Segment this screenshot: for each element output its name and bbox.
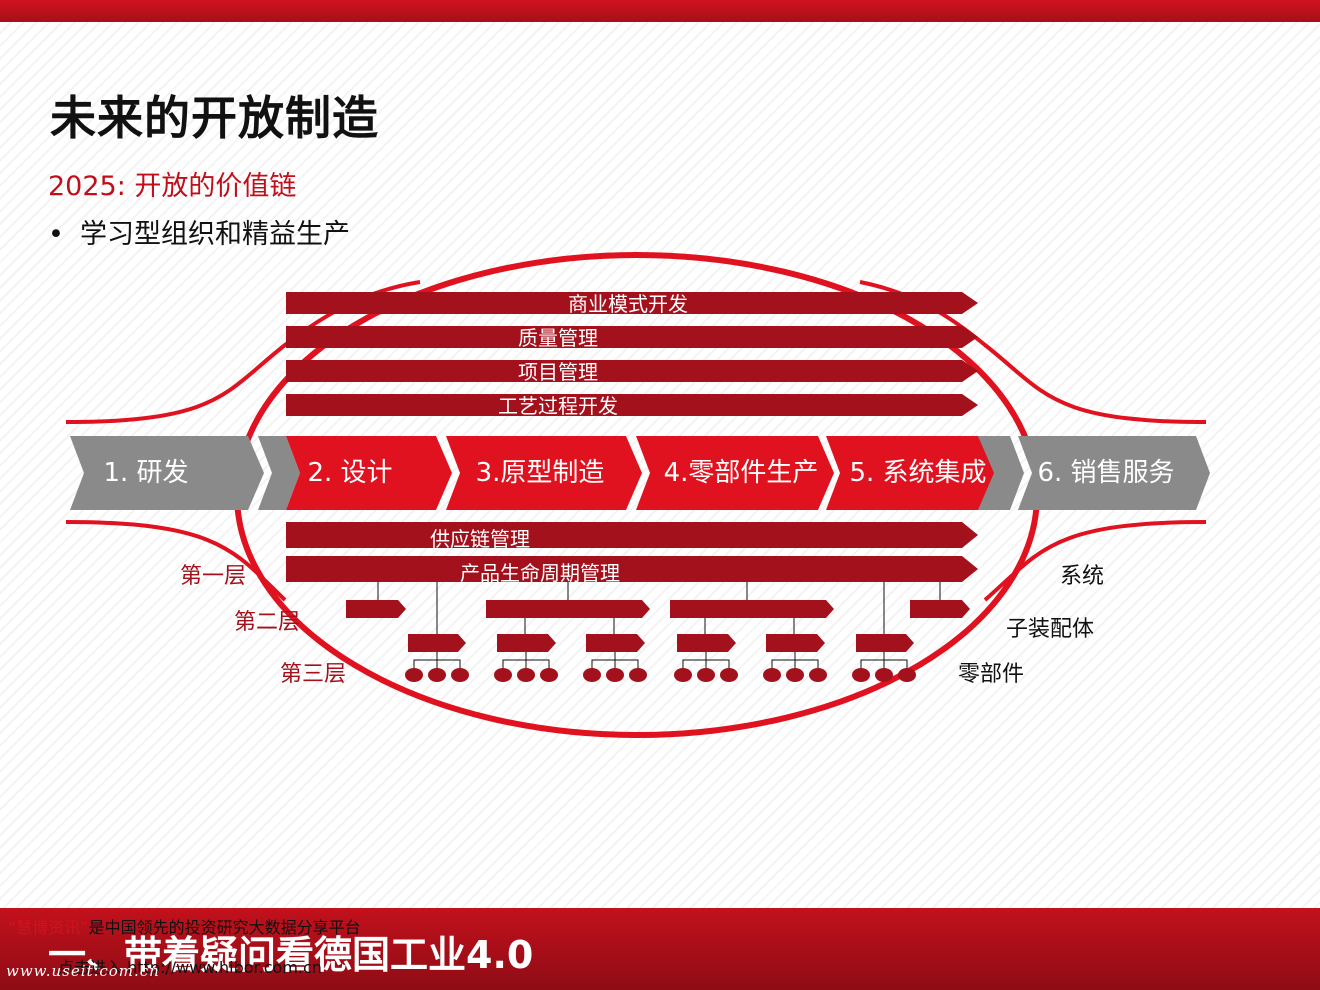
component-dot	[451, 668, 469, 682]
top-band-arrow	[286, 326, 978, 348]
level-three-arrow	[677, 634, 736, 652]
site-url-watermark: www.useit.com.cn	[6, 962, 160, 980]
watermark-brand: “慧博资讯”	[8, 918, 89, 937]
level-two-arrows	[346, 600, 970, 618]
chevron-parts	[636, 436, 834, 510]
gray-gap-chevron	[978, 436, 1024, 510]
level-two-arrow	[486, 600, 650, 618]
bottom-red-band	[0, 908, 1320, 990]
component-dot	[852, 668, 870, 682]
component-dot	[606, 668, 624, 682]
chevron-integration	[826, 436, 994, 510]
level-two-arrow	[346, 600, 406, 618]
top-band-label: 质量管理	[518, 326, 598, 350]
watermark-enter-text: 点击进入	[58, 958, 123, 977]
component-dot	[629, 668, 647, 682]
layer-label-left: 第三层	[280, 662, 346, 687]
dot-branches	[413, 652, 908, 674]
footer-title: 一、带着疑问看德国工业4.0	[48, 933, 534, 977]
bullet-item: • 学习型组织和精益生产	[48, 212, 350, 251]
chevron-label: 3.原型制造	[476, 458, 605, 488]
bottom-band-arrow	[286, 522, 978, 548]
layer-labels: 第一层 第二层 第三层 系统 子装配体 零部件	[180, 564, 1104, 687]
component-dot	[763, 668, 781, 682]
component-dot	[809, 668, 827, 682]
layer-label-right: 系统	[1060, 564, 1104, 589]
bullet-dot-icon: •	[48, 219, 64, 250]
component-dot	[875, 668, 893, 682]
watermark-link-line[interactable]: 点击进入 http://www.hibor.com.cn	[58, 954, 322, 978]
component-dot	[428, 668, 446, 682]
top-band-label: 工艺过程开发	[498, 394, 618, 418]
component-dot	[898, 668, 916, 682]
watermark-text: 是中国领先的投资研究大数据分享平台	[88, 918, 361, 937]
bottom-right-curve	[983, 520, 1207, 602]
top-band-arrow	[286, 292, 978, 314]
component-dot	[583, 668, 601, 682]
component-dot	[786, 668, 804, 682]
component-dot	[720, 668, 738, 682]
chevron-sales	[1018, 436, 1210, 510]
slide-title: 未来的开放制造	[50, 91, 379, 145]
component-dot	[494, 668, 512, 682]
chevron-label: 6. 销售服务	[1037, 458, 1174, 488]
gray-gap-chevron	[258, 436, 300, 510]
component-dot	[540, 668, 558, 682]
chevron-prototype	[446, 436, 642, 510]
layer-label-left: 第一层	[180, 564, 246, 589]
top-red-band	[0, 0, 1320, 22]
component-dot	[674, 668, 692, 682]
chevron-label: 2. 设计	[307, 458, 392, 488]
bottom-band-label: 产品生命周期管理	[460, 561, 620, 585]
top-band-arrow	[286, 394, 978, 416]
slide-subtitle: 2025: 开放的价值链	[48, 171, 297, 202]
layer-label-right: 子装配体	[1006, 617, 1094, 642]
level-three-arrow	[856, 634, 914, 652]
chevron-design	[286, 436, 452, 510]
bottom-band-group: 供应链管理 产品生命周期管理	[286, 522, 978, 585]
component-dot	[697, 668, 715, 682]
layer-label-right: 零部件	[958, 662, 1024, 687]
bullet-text: 学习型组织和精益生产	[80, 219, 350, 250]
level-two-arrow	[910, 600, 970, 618]
layer-label-left: 第二层	[234, 610, 300, 635]
top-band-label: 商业模式开发	[568, 292, 688, 316]
level-three-arrow	[408, 634, 466, 652]
level-three-arrow	[497, 634, 556, 652]
chevron-label: 5. 系统集成	[849, 458, 986, 488]
hierarchy-tree	[377, 582, 941, 636]
level-three-arrow	[766, 634, 825, 652]
level-two-arrow	[670, 600, 834, 618]
component-dots	[405, 668, 916, 682]
watermark-link[interactable]: http://www.hibor.com.cn	[127, 958, 322, 977]
component-dot	[517, 668, 535, 682]
chevron-research	[70, 436, 264, 510]
top-band-arrow	[286, 360, 978, 382]
top-band-label: 项目管理	[518, 360, 598, 384]
level-three-arrows	[408, 634, 914, 652]
watermark-line: “慧博资讯”是中国领先的投资研究大数据分享平台	[8, 914, 361, 938]
bottom-band-label: 供应链管理	[430, 527, 530, 551]
top-band-group: 商业模式开发 质量管理 项目管理 工艺过程开发	[286, 292, 978, 418]
bottom-band-arrow	[286, 556, 978, 582]
process-chevrons: 1. 研发 2. 设计 3.原型制造 4.零部件生产 5. 系统集成 6. 销售…	[70, 436, 1210, 510]
chevron-label: 4.零部件生产	[664, 458, 819, 488]
bottom-left-curve	[65, 520, 287, 602]
chevron-label: 1. 研发	[103, 458, 188, 488]
level-three-arrow	[586, 634, 645, 652]
component-dot	[405, 668, 423, 682]
